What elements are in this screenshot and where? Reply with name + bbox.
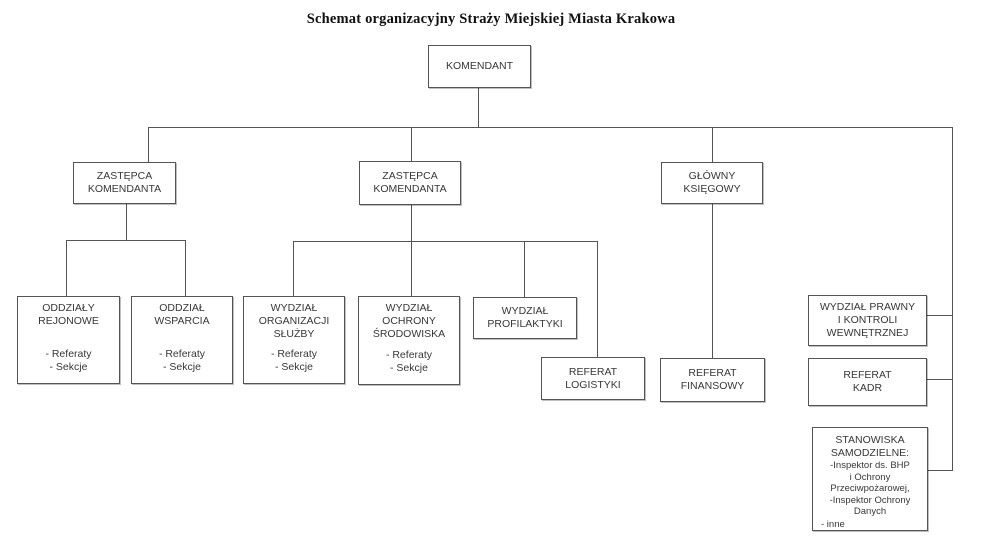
node-label: GŁÓWNY <box>688 170 736 182</box>
node-wydzial-organizacji-sluzby: WYDZIAŁ ORGANIZACJI SŁUŻBY - Referaty - … <box>243 296 345 384</box>
node-oddzial-wsparcia: ODDZIAŁ WSPARCIA - Referaty - Sekcje <box>131 296 233 384</box>
connector-drop-profilaktyki <box>524 242 525 297</box>
node-label: SAMODZIELNE: <box>830 447 910 459</box>
node-label: ŚRODOWISKA <box>372 328 446 340</box>
connector-zastepca2-down <box>411 205 412 296</box>
connector-glowny-down <box>712 204 713 358</box>
node-bullet: - Sekcje <box>163 361 201 373</box>
node-bullet: - Referaty <box>45 348 92 360</box>
connector-kadr-right <box>927 379 952 380</box>
connector-drop-wsparcia <box>185 241 186 296</box>
node-referat-finansowy: REFERAT FINANSOWY <box>660 358 765 402</box>
node-label: STANOWISKA <box>835 434 905 446</box>
node-label: SŁUŻBY <box>273 328 315 340</box>
node-bullet: - Sekcje <box>49 361 88 373</box>
node-label: REJONOWE <box>38 315 99 327</box>
page-title: Schemat organizacyjny Straży Miejskiej M… <box>306 11 676 27</box>
node-oddzialy-rejonowe: ODDZIAŁY REJONOWE - Referaty - Sekcje <box>17 296 120 384</box>
node-sublist: - Referaty - Sekcje <box>45 348 91 374</box>
node-label: ORGANIZACJI <box>258 315 330 327</box>
connector-right-vertical <box>952 127 953 471</box>
node-sublist: - Referaty - Sekcje <box>271 348 317 374</box>
node-label: PROFILAKTYKI <box>487 318 563 330</box>
node-label: WYDZIAŁ <box>385 302 433 314</box>
connector-drop-organizacji <box>293 242 294 296</box>
node-detail: i Ochrony <box>849 471 891 483</box>
connector-drop-zastepca-2 <box>411 128 412 161</box>
connector-stanowiska-right <box>928 470 953 471</box>
node-label: WEWNĘTRZNEJ <box>826 327 909 339</box>
node-label: REFERAT <box>688 367 737 379</box>
node-wydzial-prawny: WYDZIAŁ PRAWNY I KONTROLI WEWNĘTRZNEJ <box>808 295 927 346</box>
node-label: ZASTĘPCA <box>382 170 438 182</box>
node-detail: -Inspektor ds. BHP <box>830 460 910 471</box>
node-label: ODDZIAŁY <box>42 302 95 314</box>
node-label: LOGISTYKI <box>565 378 621 391</box>
node-label: I KONTROLI <box>837 314 898 326</box>
connector-drop-glowny <box>712 128 713 162</box>
node-sublist: - Referaty - Sekcje <box>159 348 205 374</box>
node-stanowiska-samodzielne: STANOWISKA SAMODZIELNE: -Inspektor ds. B… <box>812 427 928 531</box>
node-bullet: - Sekcje <box>275 361 313 373</box>
node-label: ODDZIAŁ <box>159 302 205 314</box>
connector-drop-rejonowe <box>66 241 67 296</box>
node-label: KSIĘGOWY <box>683 183 741 195</box>
connector-zastepca1-down <box>126 204 127 240</box>
node-label: WYDZIAŁ PRAWNY <box>819 301 916 313</box>
node-komendant: KOMENDANT <box>428 45 531 88</box>
node-label: ZASTĘPCA <box>96 170 153 182</box>
node-label: KOMENDANT <box>445 60 514 72</box>
node-wydzial-ochrony-srodowiska: WYDZIAŁ OCHRONY ŚRODOWISKA - Referaty - … <box>358 296 460 385</box>
node-wydzial-profilaktyki: WYDZIAŁ PROFILAKTYKI <box>473 297 577 339</box>
node-label: OCHRONY <box>382 315 436 327</box>
node-referat-kadr: REFERAT KADR <box>808 358 927 406</box>
connector-drop-zastepca-1 <box>148 128 149 162</box>
node-label: WSPARCIA <box>154 315 210 327</box>
connector-top-horizontal <box>148 127 953 128</box>
connector-left-horizontal <box>66 240 186 241</box>
node-bullet: - Referaty <box>270 348 318 360</box>
node-label: REFERAT <box>843 369 892 381</box>
connector-prawny-right <box>927 315 952 316</box>
node-label: WYDZIAŁ <box>501 305 549 317</box>
connector-komendant-down <box>478 88 479 127</box>
node-detail: - inne <box>821 518 845 530</box>
node-bullet: - Referaty <box>158 348 206 360</box>
node-glowny-ksiegowy: GŁÓWNY KSIĘGOWY <box>661 162 763 204</box>
node-referat-logistyki: REFERAT LOGISTYKI <box>541 357 645 400</box>
node-label: KOMENDANTA <box>87 183 162 195</box>
connector-drop-logistyki <box>597 242 598 357</box>
node-label: FINANSOWY <box>680 380 745 392</box>
node-detail: Przeciwpożarowej, <box>830 483 910 494</box>
node-label: REFERAT <box>568 365 618 378</box>
node-bullet: - Referaty <box>385 349 433 361</box>
node-detail: -Inspektor Ochrony <box>829 494 911 506</box>
node-zastepca-komendanta-1: ZASTĘPCA KOMENDANTA <box>73 162 176 204</box>
node-detail: Danych <box>853 506 887 517</box>
node-label: KADR <box>852 382 883 394</box>
node-bullet: - Sekcje <box>390 362 428 374</box>
node-label: WYDZIAŁ <box>270 302 318 314</box>
connector-mid-horizontal <box>293 241 598 242</box>
node-sublist: - Referaty - Sekcje <box>386 349 432 375</box>
node-zastepca-komendanta-2: ZASTĘPCA KOMENDANTA <box>359 161 461 205</box>
node-label: KOMENDANTA <box>373 183 447 195</box>
